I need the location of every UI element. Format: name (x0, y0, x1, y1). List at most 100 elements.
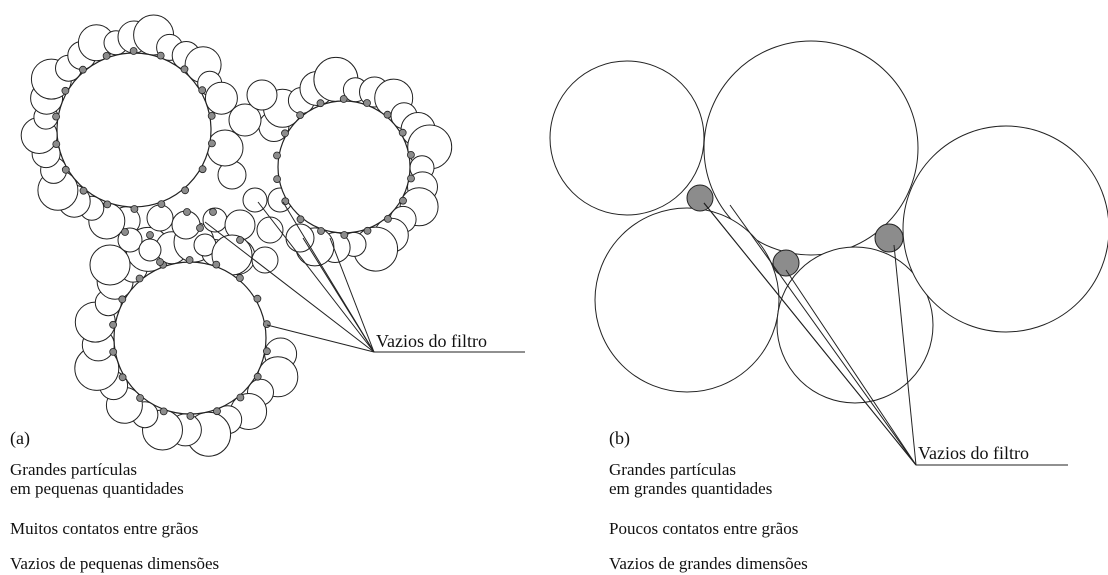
panel-a-leader-line (302, 237, 375, 353)
filter-void (198, 86, 207, 95)
small-grain (206, 129, 244, 167)
small-grain (89, 244, 131, 286)
panel-a-caption-particles-line1: Grandes partículas (10, 460, 137, 479)
large-grain (277, 100, 411, 234)
panel-a-caption-contacts: Muitos contatos entre grãos (10, 519, 199, 538)
filter-void (61, 86, 70, 95)
filter-void (198, 165, 207, 174)
small-grain (146, 204, 174, 232)
filter-void (407, 174, 415, 183)
small-grain (285, 223, 315, 253)
filter-void (207, 112, 216, 120)
filter-void (686, 184, 714, 212)
filter-void (61, 165, 70, 174)
filter-void (235, 274, 244, 282)
panel-b-label: (b) (609, 428, 630, 448)
filter-void (102, 52, 111, 60)
filter-void (129, 47, 138, 55)
panel-b-caption-voids: Vazios de grandes dimensões (609, 554, 808, 573)
filter-void (209, 208, 217, 216)
filter-void (181, 186, 190, 195)
filter-void (146, 231, 154, 239)
filter-void (157, 200, 166, 209)
filter-void (159, 407, 168, 416)
filter-void (316, 99, 325, 108)
filter-void (213, 407, 221, 416)
panel-a-callout-text: Vazios do filtro (376, 331, 487, 351)
panel-b-grain-packing (549, 40, 1108, 466)
filter-void (118, 295, 127, 304)
large-grain (549, 60, 705, 216)
filter-void (52, 112, 60, 121)
filter-void (772, 249, 800, 277)
filter-void (212, 260, 221, 269)
filter-void (236, 393, 245, 402)
panel-a-caption-particles-line2: em pequenas quantidades (10, 479, 184, 498)
filter-void (281, 197, 290, 206)
panel-a-leader-line (257, 201, 375, 353)
panel-b-callout-text: Vazios do filtro (918, 443, 1029, 463)
filter-void (363, 226, 372, 235)
panel-b-callout-label: Vazios do filtro (918, 443, 1029, 464)
large-grain (113, 261, 267, 415)
panel-a-leader-line (204, 221, 375, 353)
small-grain (246, 79, 278, 111)
small-grain (138, 238, 162, 262)
filter-void (186, 412, 195, 420)
filter-void (296, 111, 305, 119)
filter-void (363, 99, 371, 107)
filter-void (103, 200, 112, 209)
panel-b-caption-particles: Grandes partículas em grandes quantidade… (609, 460, 772, 498)
filter-void (109, 347, 118, 356)
large-grain (594, 207, 780, 393)
filter-void (183, 208, 191, 216)
filter-void (79, 65, 87, 74)
filter-void (383, 110, 392, 119)
panel-b-leader-line (893, 244, 917, 466)
filter-void (121, 228, 129, 236)
small-grain (228, 103, 262, 137)
filter-void (236, 236, 244, 244)
filter-void (118, 373, 127, 382)
filter-void (207, 139, 216, 148)
large-grain (56, 52, 212, 208)
panel-b-leader-line (729, 204, 917, 466)
filter-void (340, 231, 349, 239)
filter-void (262, 347, 271, 356)
filter-void (281, 129, 289, 138)
filter-void (253, 294, 262, 303)
filter-void (273, 151, 281, 160)
panel-b-caption-particles-line2: em grandes quantidades (609, 479, 773, 498)
filter-void (130, 205, 139, 213)
filter-void (52, 140, 61, 149)
filter-void (273, 175, 282, 184)
filter-void (383, 214, 392, 223)
small-grain (251, 246, 279, 274)
filter-void (874, 223, 904, 253)
filter-void (296, 215, 305, 224)
filter-void (406, 150, 415, 159)
panel-a-label: (a) (10, 428, 30, 448)
large-grain (703, 40, 919, 256)
panel-a-grain-packing (20, 14, 525, 457)
filter-void (135, 274, 144, 283)
large-grain (902, 125, 1108, 333)
filter-void (156, 51, 165, 60)
filter-void (136, 394, 145, 402)
panel-b-leader-line (703, 202, 917, 466)
filter-void (196, 224, 204, 232)
small-grain (204, 81, 238, 115)
filter-void (253, 372, 262, 381)
panel-a-leader-line (266, 324, 375, 353)
panel-b-caption-particles-line1: Grandes partículas (609, 460, 736, 479)
filter-void (156, 258, 164, 266)
large-grain (776, 246, 934, 404)
panel-a-leader-line (329, 237, 375, 353)
panel-a-caption-particles: Grandes partículas em pequenas quantidad… (10, 460, 184, 498)
panel-a-callout-label: Vazios do filtro (376, 331, 487, 352)
filter-void (185, 256, 194, 264)
panel-a-caption-voids: Vazios de pequenas dimensões (10, 554, 220, 573)
filter-void (262, 320, 271, 329)
filter-void (317, 227, 325, 235)
